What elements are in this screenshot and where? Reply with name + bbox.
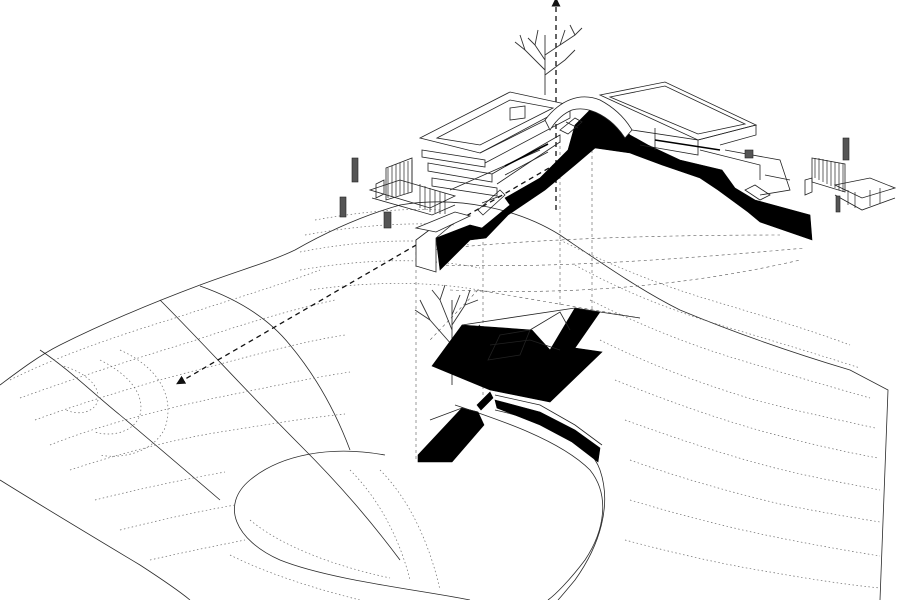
panel-markers [339,137,850,229]
terrain-ridge-1 [159,299,401,561]
ground-cross-mass [431,307,603,403]
path-outer-edge [234,450,471,600]
road-left [199,285,351,451]
building-upper [414,81,813,273]
terrain [0,201,889,600]
tree-upper [514,24,583,95]
path-inner-edge [454,404,604,600]
section-cut-upper [435,109,813,271]
terrain-contours [9,209,881,600]
balcony-right [804,157,897,211]
section-cut-ground [431,307,641,403]
projection-guides [415,140,806,460]
terrain-outline [0,201,889,600]
path-lower [417,391,603,463]
wall-left-block [414,211,472,233]
roof-curve [544,96,633,139]
balcony-left [368,157,457,216]
path-bend [494,409,606,600]
terrain-edge-left [0,479,191,600]
terrain-ridge-2 [39,349,221,501]
